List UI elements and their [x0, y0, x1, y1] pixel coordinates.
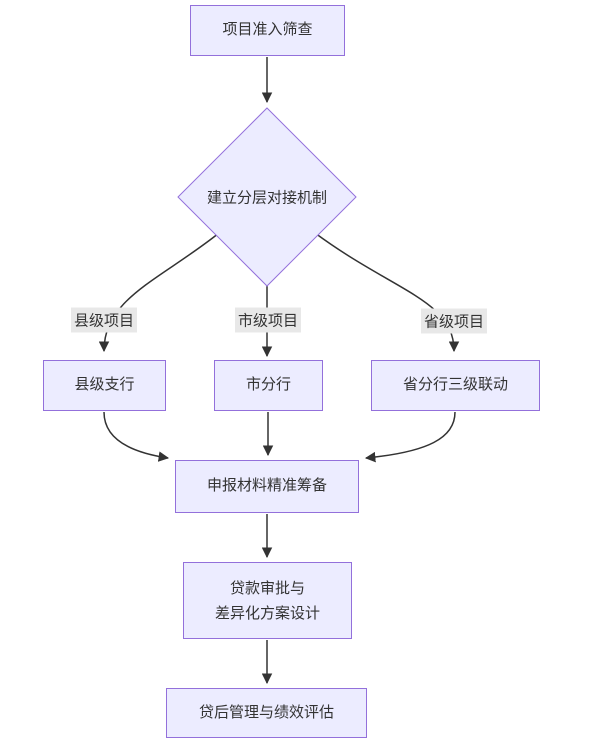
- node-city-branch-label: 市分行: [245, 376, 291, 394]
- node-screening-label: 项目准入筛查: [222, 21, 313, 39]
- edge-decision-to-county-branch: [98, 232, 220, 353]
- node-approval: 贷款审批与 差异化方案设计: [183, 562, 352, 639]
- node-province-branch: 省分行三级联动: [371, 360, 540, 411]
- node-post-loan-label: 贷后管理与绩效评估: [198, 703, 334, 721]
- node-materials-label: 申报材料精准筹备: [206, 477, 327, 495]
- edge-province-branch-to-materials: [364, 411, 456, 463]
- node-county-branch-label: 县级支行: [74, 376, 135, 394]
- node-city-branch: 市分行: [214, 360, 323, 411]
- node-materials: 申报材料精准筹备: [175, 460, 359, 513]
- edge-county-branch-to-materials: [103, 411, 170, 462]
- decision-diamond-shape: [177, 107, 357, 287]
- edge-label-city: 市级项目: [234, 307, 302, 333]
- edge-decision-to-province-branch: [314, 232, 460, 353]
- edge-label-province: 省级项目: [420, 308, 488, 334]
- node-post-loan: 贷后管理与绩效评估: [166, 688, 367, 738]
- node-county-branch: 县级支行: [43, 360, 166, 411]
- node-province-branch-label: 省分行三级联动: [402, 376, 508, 394]
- edge-label-county: 县级项目: [70, 307, 138, 333]
- node-approval-label: 贷款审批与 差异化方案设计: [214, 579, 320, 622]
- node-screening: 项目准入筛查: [190, 5, 345, 56]
- node-decision-label: 建立分层对接机制: [206, 189, 328, 207]
